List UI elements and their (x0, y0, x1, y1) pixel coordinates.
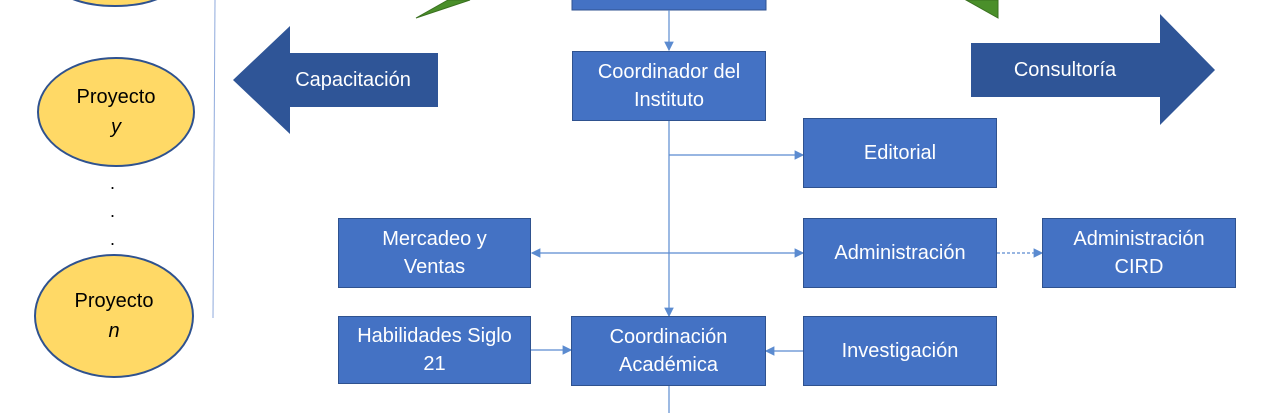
project-n-var: n (108, 320, 120, 342)
box-editorial: Editorial (803, 118, 997, 188)
ellipsis-dot-3: . (110, 229, 116, 249)
separator-line (212, 0, 216, 319)
top-oval-partial (72, 0, 158, 7)
consultoria-label: Consultoría (1013, 58, 1117, 81)
green-arrow-right-partial (964, 0, 999, 19)
box-mercadeo-ventas: Mercadeo y Ventas (338, 218, 531, 288)
capacitacion-arrow (233, 26, 438, 134)
box-administracion-cird: Administración CIRD (1042, 218, 1236, 288)
box-coordinador-instituto: Coordinador del Instituto (572, 51, 766, 121)
box-investigacion: Investigación (803, 316, 997, 386)
project-y-var: y (111, 116, 121, 138)
box-habilidades-siglo-21: Habilidades Siglo 21 (338, 316, 531, 384)
project-oval-y: Proyecto y (37, 57, 195, 167)
consultoria-arrow (971, 14, 1215, 125)
capacitacion-label: Capacitación (295, 68, 411, 91)
ellipsis-dot-1: . (110, 173, 116, 193)
box-coordinacion-academica: Coordinación Académica (571, 316, 766, 386)
top-box-partial (571, 0, 767, 11)
green-arrow-left-partial (415, 0, 471, 19)
project-oval-n: Proyecto n (34, 254, 194, 378)
ellipsis-dot-2: . (110, 201, 116, 221)
project-n-label: Proyecto (74, 290, 154, 312)
box-administracion: Administración (803, 218, 997, 288)
project-y-label: Proyecto (76, 86, 156, 108)
